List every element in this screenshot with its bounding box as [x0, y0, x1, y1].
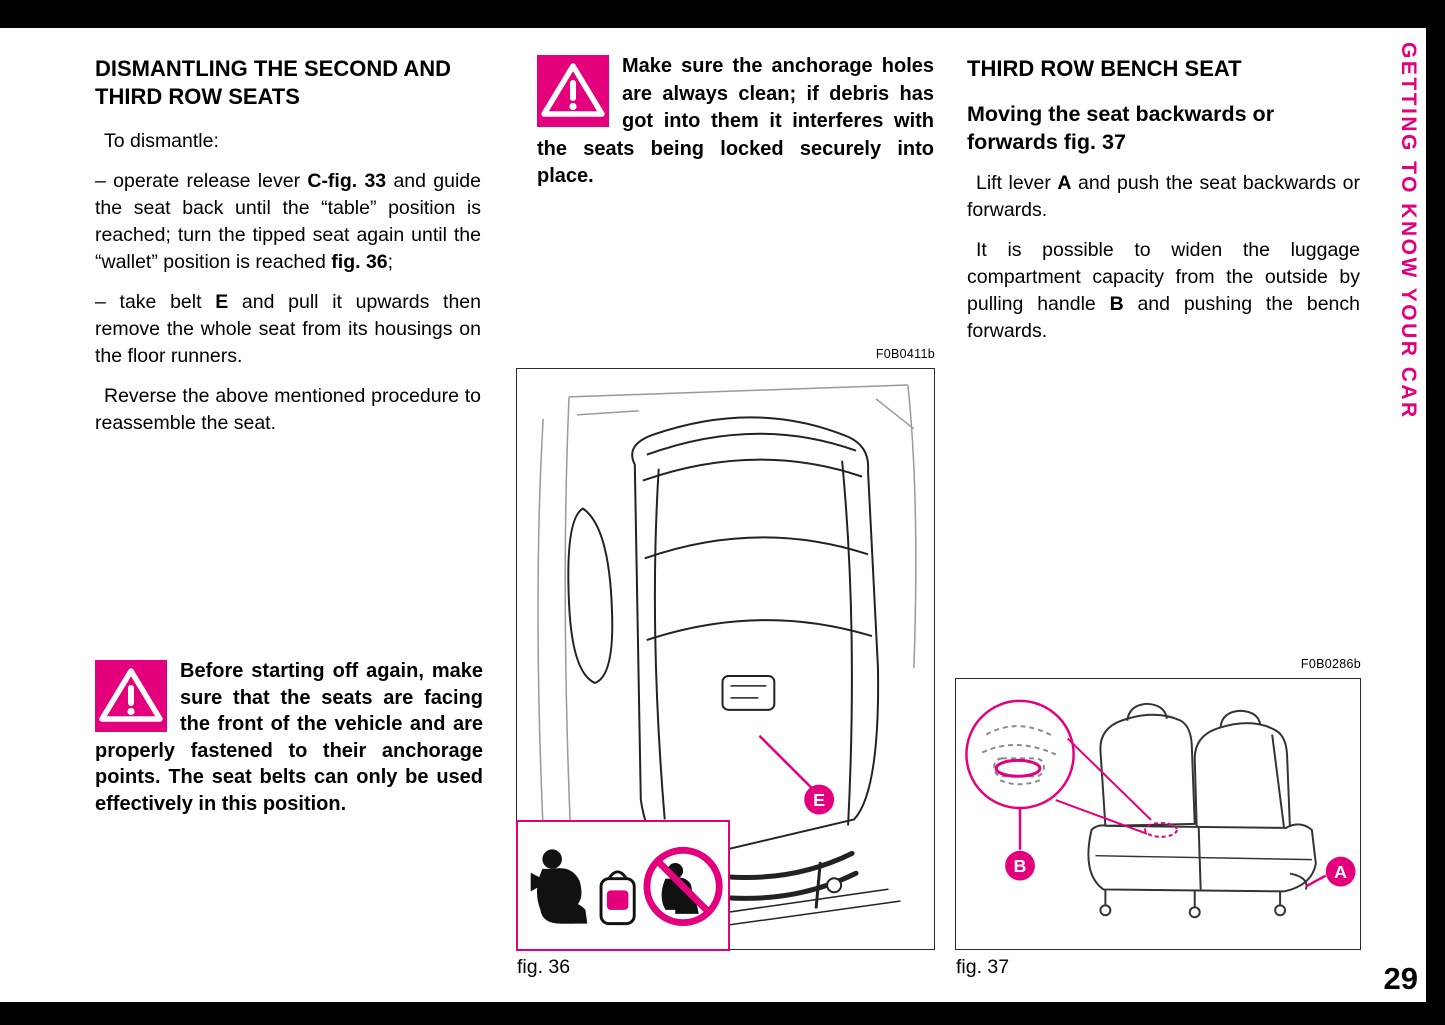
prohibition-icon [643, 846, 723, 926]
para-take-belt: – take belt E and pull it upwards then r… [95, 289, 481, 370]
text-segment: ; [387, 251, 394, 273]
chapter-tab: GETTING TO KNOW YOUR CAR [1397, 42, 1420, 420]
warning-triangle-icon [95, 660, 167, 732]
figure-36-caption: fig. 36 [517, 956, 571, 978]
text-segment-bold: A [1057, 172, 1072, 194]
para-reverse: Reverse the above mentioned procedure to… [95, 385, 481, 434]
page-number: 29 [1383, 961, 1418, 996]
para-intro: To dismantle: [104, 130, 219, 152]
detail-magnifier-circle [965, 699, 1075, 810]
pictogram-illustration [530, 846, 723, 926]
text-segment-bold: fig. 36 [331, 251, 388, 273]
callout-e-label: E [813, 790, 825, 810]
bottom-bar [0, 1002, 1445, 1025]
bench-seat-illustration: B A [965, 699, 1356, 919]
text-segment: It is possible to widen the luggage comp… [967, 239, 1360, 315]
heading-dismantling: DISMANTLING THE SECOND AND THIRD ROW SEA… [95, 56, 452, 109]
column-right: THIRD ROW BENCH SEAT Moving the seat bac… [967, 55, 1360, 358]
text-segment: and push the seat backwards or forwards. [967, 172, 1360, 221]
callout-a-label: A [1334, 862, 1347, 882]
bag-icon [599, 869, 636, 925]
text-segment: Lift lever [976, 172, 1058, 194]
figure-37-code: F0B0286b [1300, 657, 1361, 671]
figure-37-caption: fig. 37 [956, 956, 1010, 978]
text-segment-bold: C-fig. 33 [307, 170, 387, 192]
side-strip [1426, 0, 1445, 1025]
text-segment: and guide the seat back until the “table… [95, 170, 481, 273]
para-release-lever: – operate release lever C-fig. 33 and gu… [95, 168, 481, 276]
text-segment-bold: B [1109, 293, 1124, 315]
warning-text: Before starting off again, make sure tha… [95, 660, 483, 815]
top-bar [0, 0, 1445, 28]
pictogram-inset [515, 819, 730, 951]
heading-third-row-bench: THIRD ROW BENCH SEAT [967, 56, 1242, 81]
figure-36: E [515, 368, 935, 951]
callout-b-label: B [1014, 856, 1027, 876]
warning-text: Make sure the anchorage holes are always… [537, 55, 934, 187]
callout-e: E [758, 734, 835, 815]
para-widen-luggage: It is possible to widen the luggage comp… [967, 237, 1360, 345]
seated-person-icon [530, 848, 587, 924]
warning-block-seats-fastened: Before starting off again, make sure tha… [95, 658, 483, 817]
figure-37: B A [955, 678, 1361, 950]
warning-triangle-icon [537, 55, 609, 127]
warning-block-anchorage-holes: Make sure the anchorage holes are always… [516, 53, 934, 191]
column-left: DISMANTLING THE SECOND AND THIRD ROW SEA… [95, 55, 481, 450]
subheading-moving-seat: Moving the seat backwards or forwards fi… [967, 102, 1275, 154]
figure-36-code: F0B0411b [875, 347, 935, 361]
text-segment-bold: E [215, 291, 229, 313]
callout-a: A [1305, 856, 1356, 888]
text-segment: and pushing the bench forwards. [967, 293, 1360, 342]
text-segment: – take belt [95, 291, 216, 313]
para-lift-lever: Lift lever A and push the seat backwards… [967, 170, 1360, 224]
text-segment: – operate release lever [95, 170, 308, 192]
text-segment: and pull it upwards then remove the whol… [95, 291, 481, 367]
callout-b: B [1005, 808, 1035, 881]
